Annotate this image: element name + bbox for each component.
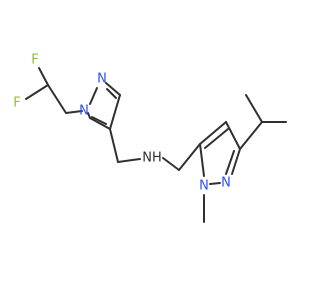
bond-c4a-c5a-double <box>91 116 107 125</box>
bond-layer <box>25 67 287 223</box>
bond-c4a-ch2 <box>109 128 119 163</box>
bond-c3a-c4a <box>109 94 121 130</box>
bond-c4b-c3b <box>225 121 241 150</box>
pyrazole-a-nitrogen-substituted: N <box>79 104 89 119</box>
bond-n2a-c3a-double <box>106 88 117 99</box>
bond-ch-me-up <box>245 94 263 123</box>
fluorine-atom-left: F <box>13 96 20 111</box>
bond-n2b-n1b <box>209 182 221 185</box>
bond-cf-left <box>25 84 49 100</box>
bond-c5a-n1a <box>87 112 91 119</box>
bond-ch2-nh <box>117 158 141 163</box>
bond-c5b-c4b <box>199 121 227 145</box>
bond-c3b-n2b-double <box>225 150 235 175</box>
molecule-structure: F F N N NH N N <box>13 53 287 223</box>
secondary-amine: NH <box>142 151 162 166</box>
bond-n2a-c3a <box>105 82 121 96</box>
bond-cf-upper <box>38 67 49 86</box>
bond-ch2-n1a <box>65 110 83 114</box>
bond-n1a-n2a <box>89 87 98 105</box>
bond-c3b-n2b <box>231 148 241 175</box>
bond-n1b-c5b <box>199 143 205 177</box>
bond-c5b-c4b-double <box>204 128 229 149</box>
pyrazole-b-nitrogen-right: N <box>221 176 231 191</box>
bond-nh-ch2 <box>162 157 180 171</box>
pyrazole-a-nitrogen-top: N <box>97 72 107 87</box>
bond-ch2-c5b <box>178 143 201 171</box>
atom-label-layer: F F N N NH N N <box>13 53 231 194</box>
bond-c4a-c5a <box>89 117 111 130</box>
bond-chf2-ch2 <box>47 84 67 114</box>
bond-c3b-ch <box>239 121 263 150</box>
pyrazole-b-nitrogen-substituted: N <box>199 179 209 194</box>
fluorine-atom-upper: F <box>31 53 38 68</box>
